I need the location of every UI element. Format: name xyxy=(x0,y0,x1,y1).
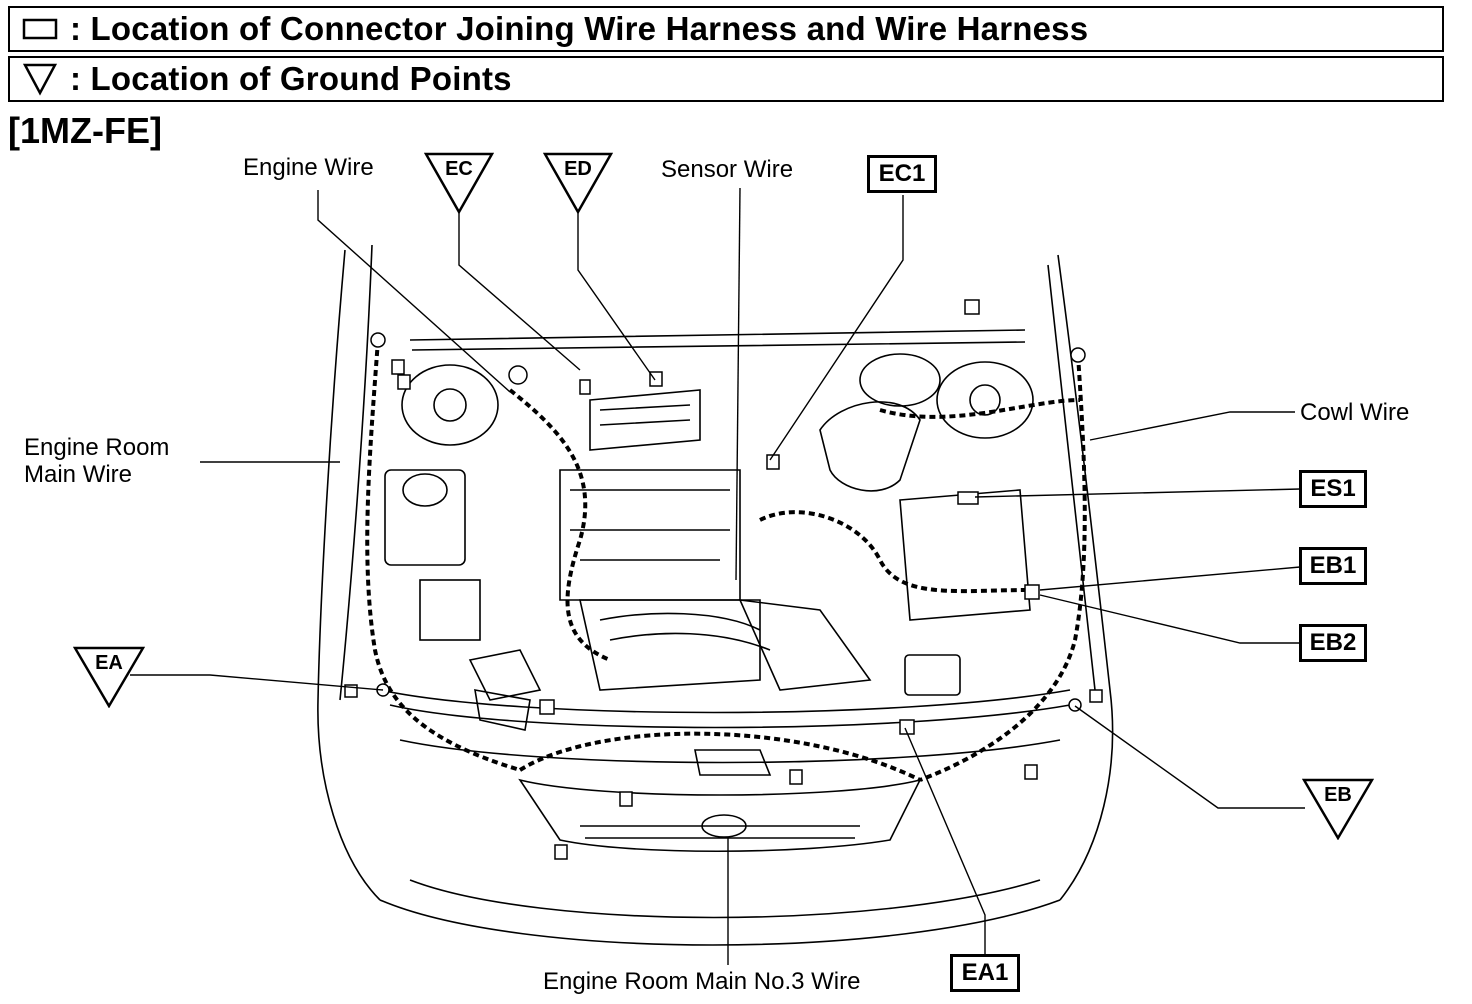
harness-mid xyxy=(759,510,1031,594)
front-bumper-inner xyxy=(409,879,1041,919)
leader-ea xyxy=(130,674,384,691)
cowl-panel xyxy=(409,329,1026,351)
emblem-center xyxy=(694,749,772,776)
front-panel xyxy=(379,689,1071,729)
harness-right xyxy=(919,354,1087,782)
triangle-down-icon xyxy=(1301,778,1375,841)
emblem xyxy=(701,814,747,838)
harness-front xyxy=(518,731,921,782)
leader-eb xyxy=(1074,705,1305,809)
leader-eb1 xyxy=(1039,566,1301,591)
triangle-down-icon xyxy=(10,57,70,101)
leader-sensor-wire xyxy=(735,187,741,581)
rectangle-icon xyxy=(10,7,70,51)
right-strut-tower xyxy=(936,361,1034,439)
front-bumper xyxy=(379,899,1061,946)
ground-ea-marker: EA xyxy=(72,646,146,709)
connector-a xyxy=(391,359,405,375)
harness-left xyxy=(365,339,521,772)
legend-ground-text: : Location of Ground Points xyxy=(70,60,512,97)
engine-code-label: [1MZ-FE] xyxy=(8,110,162,151)
radiator-support xyxy=(399,739,1061,764)
grille-slot xyxy=(580,825,860,839)
connector-ec1-label: EC1 xyxy=(867,155,937,193)
radiator-hose xyxy=(599,612,771,651)
leader-eb2 xyxy=(1039,594,1300,644)
legend-connector-text: : Location of Connector Joining Wire Har… xyxy=(70,10,1089,47)
left-strut-tower xyxy=(401,364,499,446)
leader-ea1 xyxy=(904,727,986,955)
engine-room-main-wire-label-line2: Main Wire xyxy=(24,461,133,488)
connector-eb2-label: EB2 xyxy=(1299,624,1367,662)
harness-engine xyxy=(508,388,611,662)
throttle-body xyxy=(819,401,921,492)
leader-ed xyxy=(577,210,656,381)
engine-lower xyxy=(579,599,761,691)
ground-ea-label: EA xyxy=(95,652,123,674)
leader-es1 xyxy=(974,488,1301,498)
connector-es1-label: ES1 xyxy=(1299,470,1367,508)
air-filter xyxy=(859,353,941,407)
relay-box xyxy=(468,649,542,731)
hood-right-inner xyxy=(1047,264,1096,691)
leader-ec xyxy=(458,210,581,371)
cowl-wire-label: Cowl Wire xyxy=(1300,399,1410,426)
air-cleaner-box xyxy=(899,489,1031,621)
intake-manifold xyxy=(589,389,701,451)
triangle-down-icon xyxy=(72,646,146,709)
hood-right-edge xyxy=(1057,254,1114,901)
connector-eb1-label: EB1 xyxy=(1299,547,1367,585)
ground-eb-marker: EB xyxy=(1301,778,1375,841)
leader-cowl-wire xyxy=(1089,411,1295,441)
connector-ea1-label: EA1 xyxy=(950,954,1020,992)
hood-left-edge xyxy=(317,249,381,901)
ground-bolt-right xyxy=(1070,347,1086,363)
ground-ed-label: ED xyxy=(564,158,592,180)
triangle-down-icon xyxy=(423,152,495,215)
harness-cowl xyxy=(879,398,1081,419)
hood-left-inner xyxy=(339,244,373,701)
ground-ed-marker: ED xyxy=(542,152,614,215)
ground-bolt-ec xyxy=(508,365,528,385)
engine-wire-label: Engine Wire xyxy=(243,154,374,181)
triangle-down-icon xyxy=(542,152,614,215)
right-relay-box xyxy=(904,654,961,696)
ground-bolt-left xyxy=(370,332,386,348)
legend-connector-row: : Location of Connector Joining Wire Har… xyxy=(8,6,1444,52)
sensor-wire-label: Sensor Wire xyxy=(661,156,794,183)
ground-eb-label: EB xyxy=(1324,784,1352,806)
engine-room-main-wire-label-line1: Engine Room xyxy=(24,434,170,461)
battery-left xyxy=(384,469,466,566)
engine-room-main-no3-wire-label: Engine Room Main No.3 Wire xyxy=(543,968,861,995)
ground-ec-label: EC xyxy=(445,158,473,180)
leader-engine-wire xyxy=(317,190,511,393)
ground-ec-marker: EC xyxy=(423,152,495,215)
leader-ec1 xyxy=(769,195,904,461)
legend-ground-row: : Location of Ground Points xyxy=(8,56,1444,102)
